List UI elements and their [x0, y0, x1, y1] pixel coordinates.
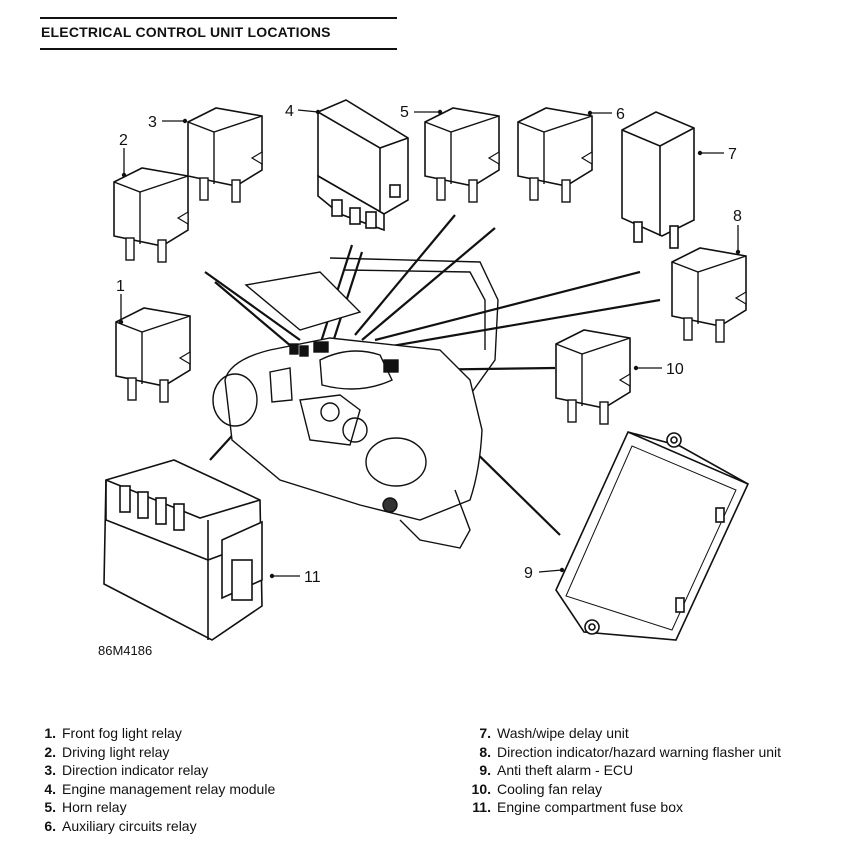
car-illustration — [212, 257, 499, 549]
relay-1 — [115, 307, 191, 403]
wash-wipe-unit — [621, 111, 695, 249]
relay-10 — [555, 329, 631, 425]
engine-fuse-box — [103, 459, 263, 641]
legend-item: 6.Auxiliary circuits relay — [44, 817, 197, 834]
relay-8 — [671, 247, 747, 343]
legend-item: 11.Engine compartment fuse box — [472, 799, 683, 815]
relay-5 — [424, 107, 500, 203]
callout-6: 6 — [616, 106, 625, 123]
legend-item: 4.Engine management relay module — [44, 780, 276, 797]
callout-numbers: 1 2 3 4 5 6 7 8 9 10 11 — [116, 103, 742, 586]
title-rule-top — [40, 17, 397, 19]
legend-item: 1.Front fog light relay — [44, 725, 182, 741]
callout-5: 5 — [400, 104, 409, 121]
callout-7: 7 — [728, 146, 737, 163]
relay-3 — [187, 107, 263, 203]
anti-theft-ecu — [555, 430, 750, 641]
callout-9: 9 — [524, 565, 533, 582]
callout-2: 2 — [119, 132, 128, 149]
legend-item: 9.Anti theft alarm - ECU — [479, 762, 634, 778]
legend-right: 7.Wash/wipe delay unit 8.Direction indic… — [469, 724, 782, 817]
callout-10: 10 — [666, 361, 684, 378]
callout-4: 4 — [285, 103, 294, 120]
callout-leaders — [120, 109, 739, 577]
callout-1: 1 — [116, 278, 125, 295]
callout-8: 8 — [733, 208, 742, 225]
legend-item: 10.Cooling fan relay — [471, 780, 603, 797]
title-rule-bottom — [40, 48, 397, 50]
relay-2 — [113, 167, 189, 263]
legend-left: 1.Front fog light relay 2.Driving light … — [34, 724, 275, 835]
legend-item: 7.Wash/wipe delay unit — [479, 725, 629, 741]
legend-item: 2.Driving light relay — [44, 743, 170, 760]
callout-3: 3 — [148, 114, 157, 131]
engine-management-module — [317, 99, 409, 232]
page-title: ELECTRICAL CONTROL UNIT LOCATIONS — [41, 24, 331, 40]
callout-11: 11 — [304, 569, 321, 586]
legend-item: 3.Direction indicator relay — [44, 762, 209, 778]
legend-item: 5.Horn relay — [44, 799, 127, 815]
relay-6 — [517, 107, 593, 203]
legend-item: 8.Direction indicator/hazard warning fla… — [479, 743, 782, 760]
callout-dots — [118, 109, 741, 579]
figure-reference: 86M4186 — [98, 643, 153, 658]
